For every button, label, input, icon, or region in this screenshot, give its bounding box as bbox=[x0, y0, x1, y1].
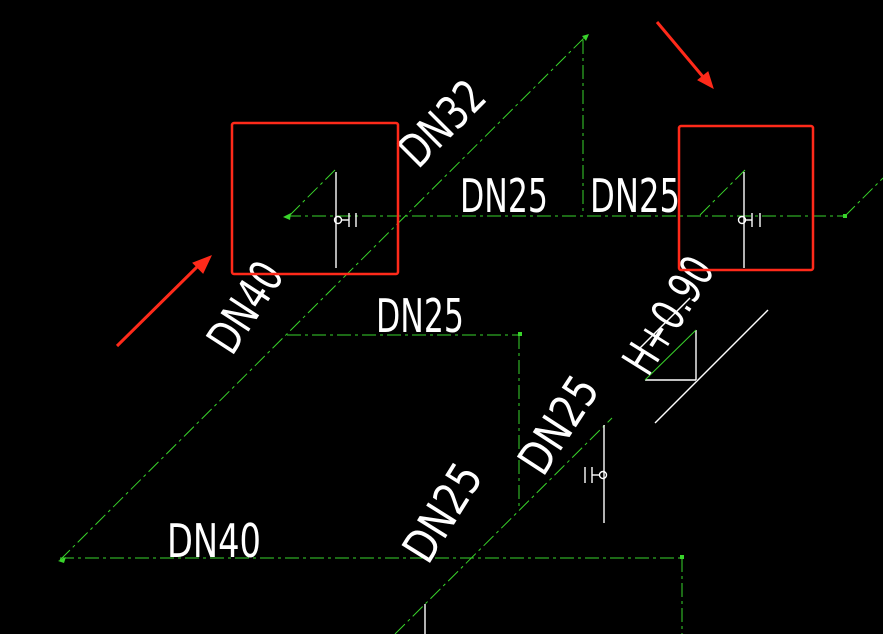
branch-diagonal-left bbox=[289, 169, 336, 216]
branch-diagonal-right bbox=[699, 169, 746, 216]
label-elevation: H+0.90 bbox=[612, 247, 726, 384]
elevation-marker-diagonal bbox=[654, 309, 769, 424]
highlight-box-right bbox=[677, 124, 815, 272]
pipe-end-node-icon bbox=[582, 34, 589, 41]
arrow-icon bbox=[697, 71, 714, 90]
label-dn25-upper-left: DN25 bbox=[460, 169, 548, 223]
valve-icon bbox=[598, 470, 608, 480]
label-dn25-middle: DN25 bbox=[376, 289, 464, 343]
pipe-end-node-icon bbox=[843, 214, 847, 218]
arrow-icon bbox=[115, 262, 202, 348]
arrow-icon bbox=[655, 21, 706, 79]
highlight-box-left bbox=[230, 121, 400, 276]
elevation-marker-diagonal bbox=[639, 297, 691, 349]
label-dn32: DN32 bbox=[388, 69, 497, 178]
label-dn40-bottom: DN40 bbox=[167, 514, 261, 568]
right-edge-diagonal-pipe bbox=[844, 177, 883, 217]
elevation-marker-leader bbox=[644, 329, 697, 381]
pipe-end-node-icon bbox=[680, 555, 684, 559]
pipe-end-node-icon bbox=[58, 557, 66, 563]
arrow-icon bbox=[192, 255, 212, 274]
label-dn25-riser-lower: DN25 bbox=[507, 366, 610, 484]
main-diagonal-pipe bbox=[59, 36, 586, 561]
pipe-end-node-icon bbox=[283, 213, 291, 220]
lower-diagonal-pipe bbox=[394, 417, 613, 634]
label-dn25-diagonal-lower: DN25 bbox=[392, 453, 494, 572]
pipe-end-node-icon bbox=[518, 332, 522, 336]
label-dn25-upper-right: DN25 bbox=[590, 169, 680, 223]
label-dn40-diagonal: DN40 bbox=[196, 251, 295, 363]
